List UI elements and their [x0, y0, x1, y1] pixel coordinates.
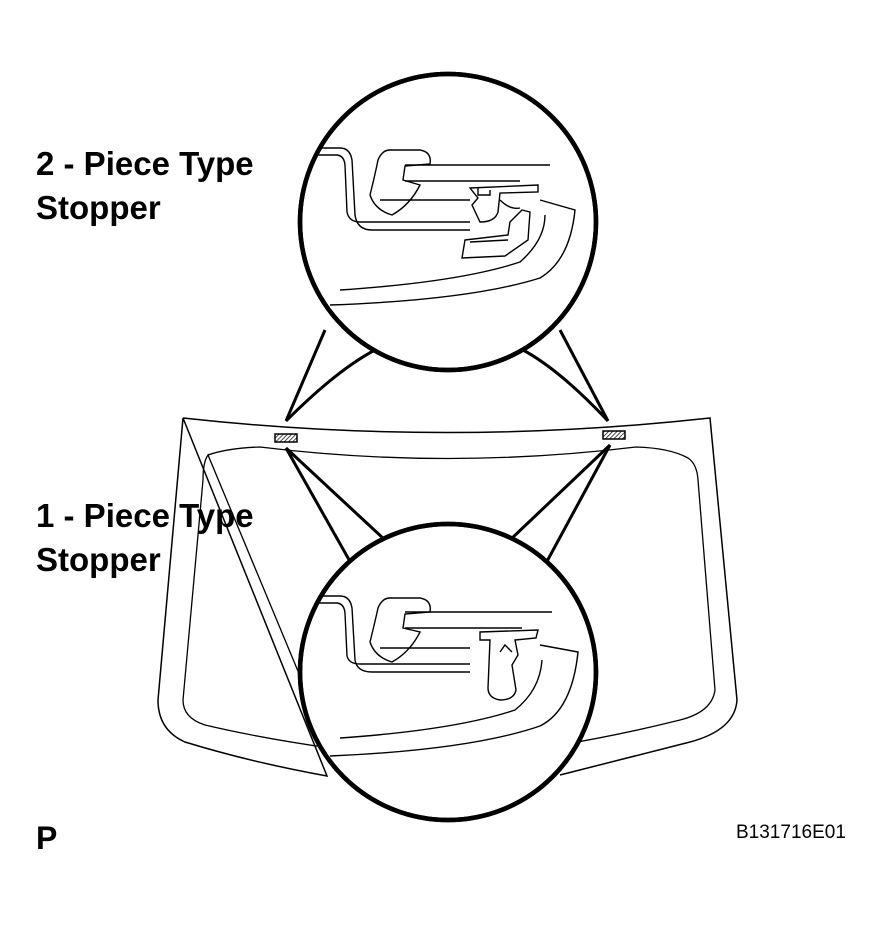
- two-piece-stopper-label: 2 - Piece Type Stopper: [36, 142, 254, 230]
- two-piece-label-line1: 2 - Piece Type: [36, 145, 254, 182]
- bottom-callout-leaders: [284, 443, 612, 566]
- two-piece-label-line2: Stopper: [36, 189, 161, 226]
- stopper-mark-left: [274, 433, 298, 443]
- stopper-mark-right: [602, 430, 626, 440]
- one-piece-detail-bubble: [297, 521, 599, 823]
- windshield-outer-outline: [157, 417, 738, 777]
- view-letter: P: [36, 820, 58, 856]
- one-piece-label-line2: Stopper: [36, 541, 161, 578]
- one-piece-label-line1: 1 - Piece Type: [36, 497, 254, 534]
- figure-code: B131716E01: [736, 822, 846, 843]
- two-piece-detail-bubble: [297, 71, 599, 373]
- one-piece-stopper-label: 1 - Piece Type Stopper: [36, 494, 254, 582]
- top-callout-leaders: [284, 329, 610, 423]
- windshield-inner-outline: [182, 446, 716, 749]
